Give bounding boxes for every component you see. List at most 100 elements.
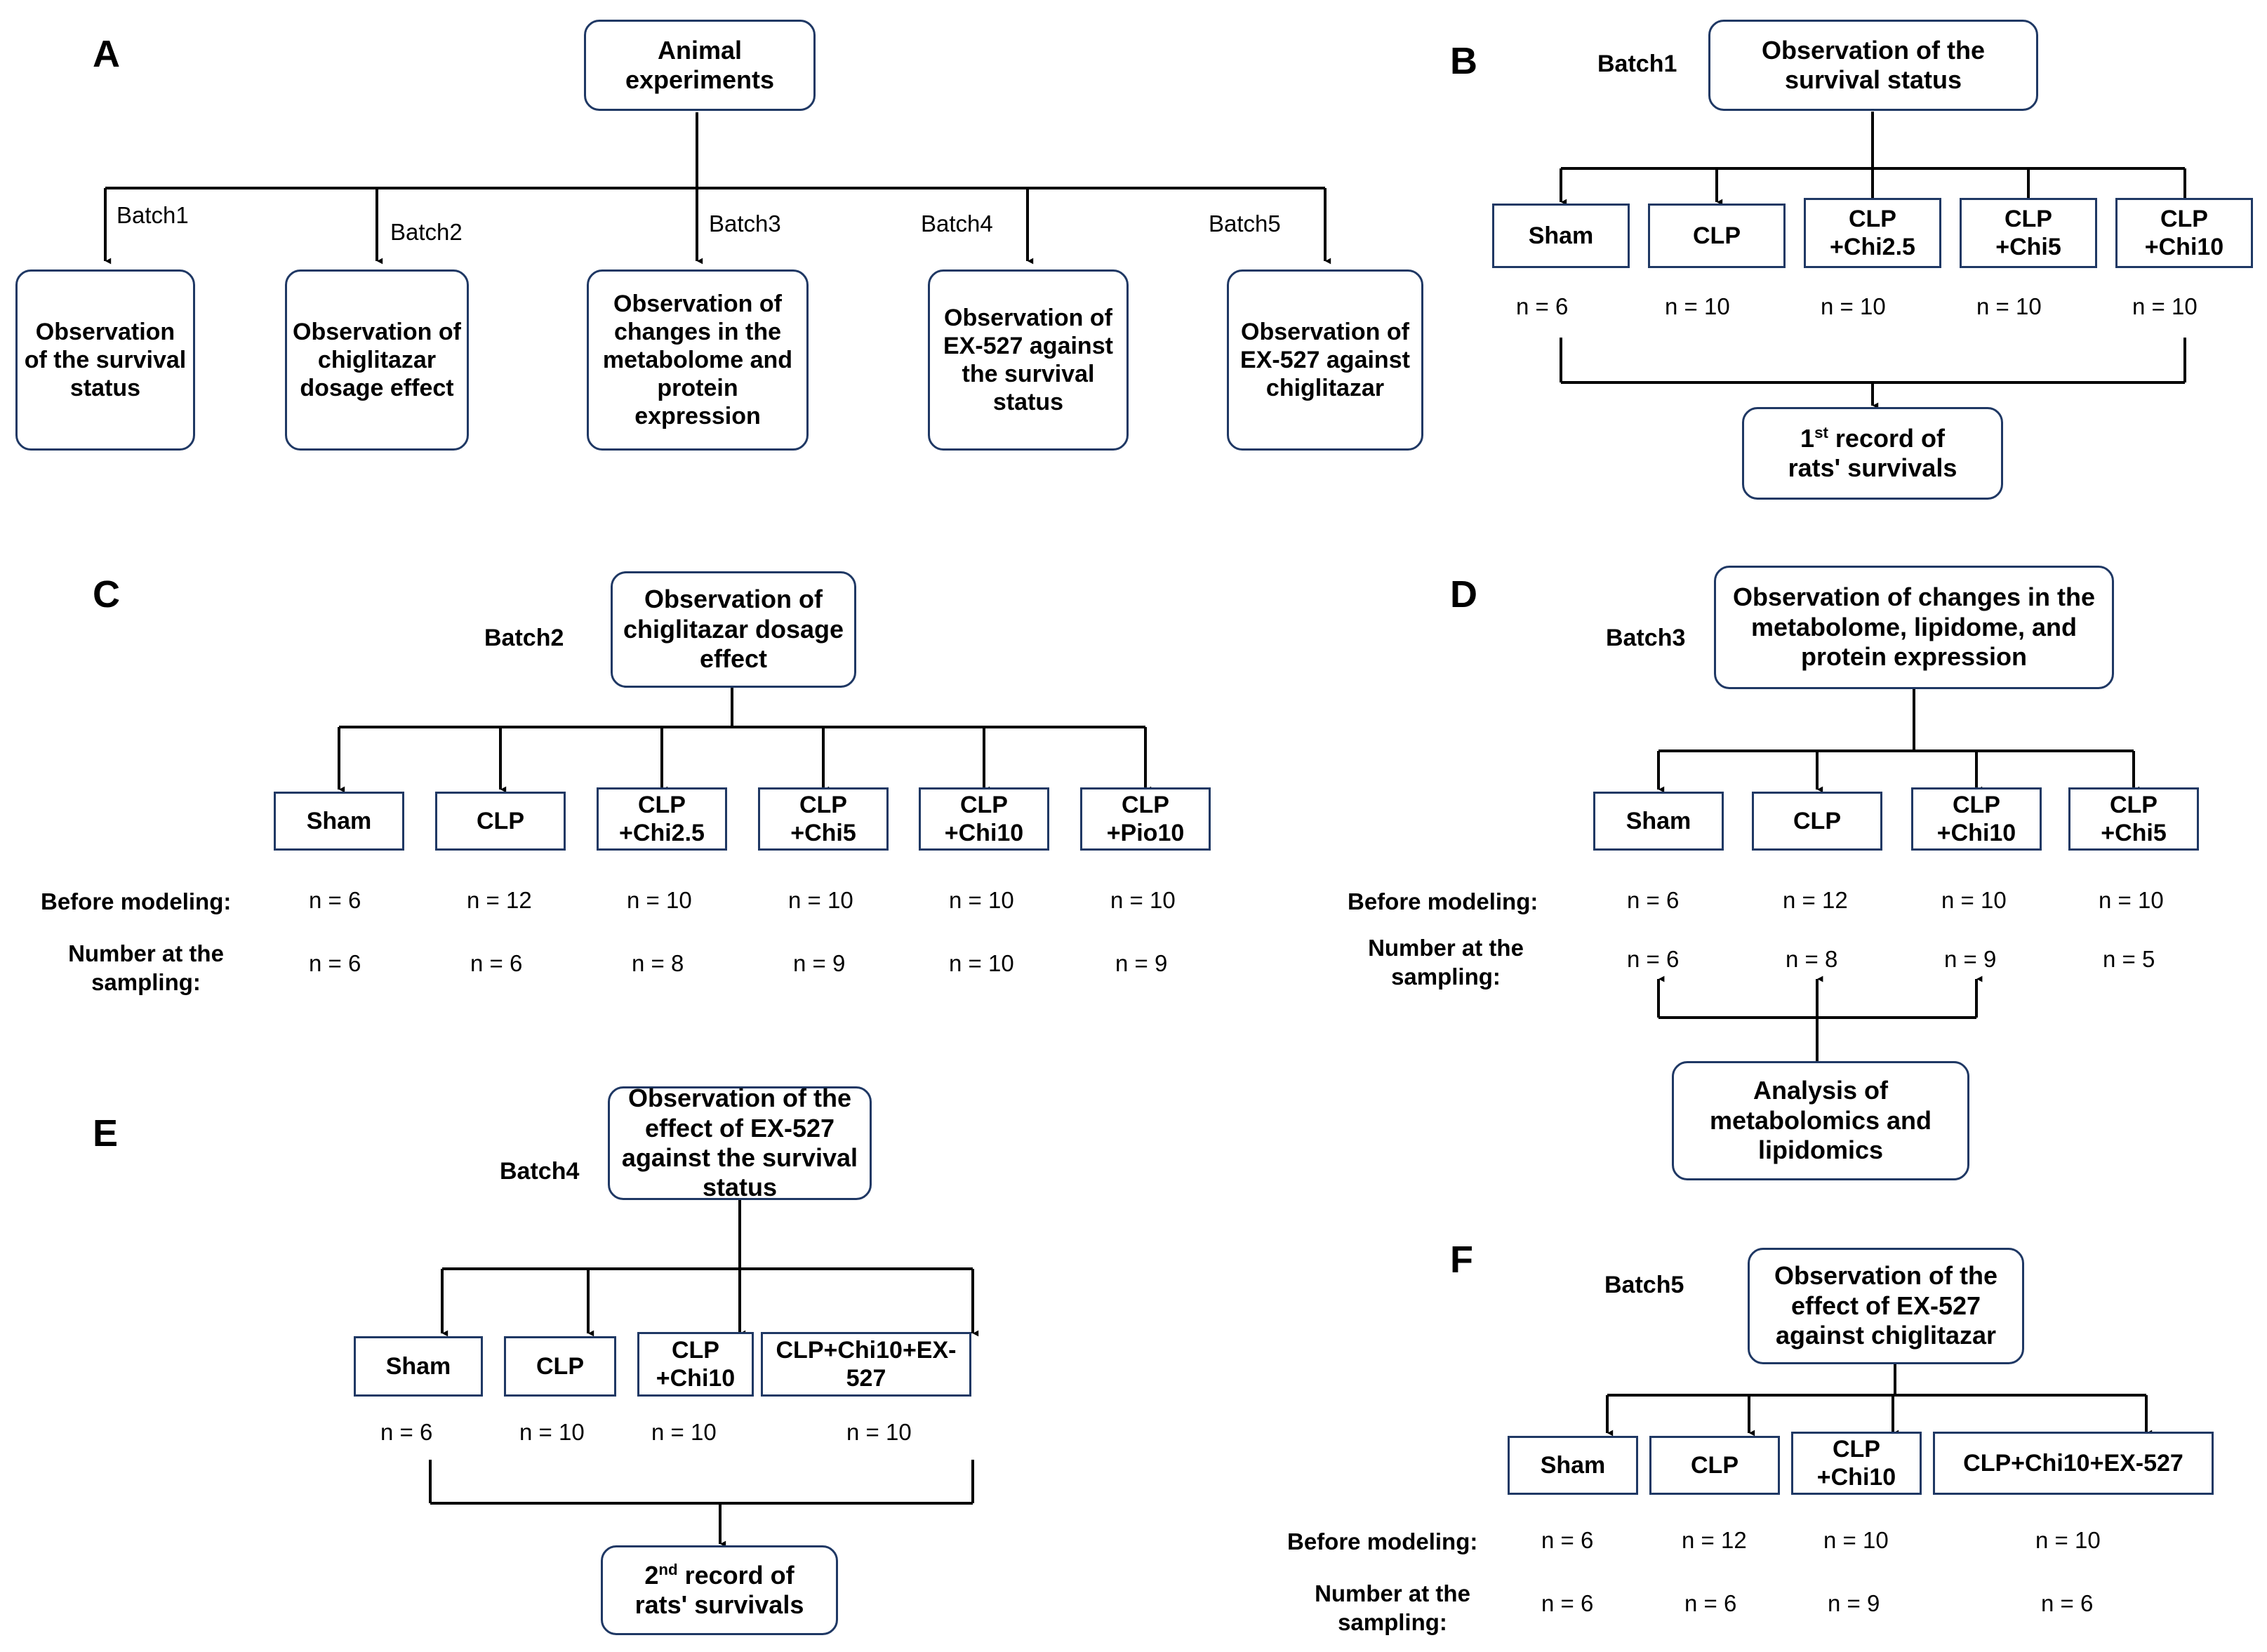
panel-c-row2-value-4: n = 9	[793, 950, 846, 976]
panel-a-child-3-label: Observation of changes in the metabolome…	[602, 290, 793, 430]
panel-b-title-label: Observation of the survival status	[1761, 35, 1986, 94]
panel-a-child-1-label: Observation of the survival status	[24, 318, 187, 402]
panel-c-group-1: Sham	[274, 792, 404, 851]
panel-e-group-1: Sham	[354, 1336, 483, 1397]
panel-e-count-2: n = 10	[519, 1419, 585, 1445]
panel-f-row2-value-1: n = 6	[1541, 1590, 1594, 1616]
panel-e-outcome-sup: nd	[658, 1560, 678, 1578]
panel-d-analysis-box: Analysis of metabolomics and lipidomics	[1672, 1061, 1969, 1180]
panel-e-group-2-label: CLP	[536, 1352, 584, 1380]
panel-b-outcome-line2: rats' survivals	[1788, 453, 1957, 482]
panel-e-group-3: CLP +Chi10	[637, 1332, 754, 1397]
panel-letter-c: C	[93, 573, 120, 615]
panel-d-row1-value-2: n = 12	[1783, 887, 1848, 913]
panel-b-group-1: Sham	[1492, 204, 1630, 268]
panel-d-title-label: Observation of changes in the metabolome…	[1732, 582, 2096, 672]
panel-f-row1-value-1: n = 6	[1541, 1527, 1594, 1553]
panel-a-edge-batch5: Batch5	[1209, 211, 1281, 237]
panel-c-row2-value-3: n = 8	[632, 950, 684, 976]
panel-c-group-2-label: CLP	[477, 807, 524, 834]
panel-d-group-4-label: CLP +Chi5	[2101, 791, 2167, 846]
panel-letter-d: D	[1450, 573, 1477, 615]
panel-b-outcome-rest: record of	[1828, 423, 1945, 453]
panel-d-row2-value-4: n = 5	[2103, 946, 2155, 972]
panel-b-outcome-label: 1st record of rats' survivals	[1788, 424, 1957, 484]
panel-c-group-4: CLP +Chi5	[758, 787, 889, 851]
panel-c-title-label: Observation of chiglitazar dosage effect	[623, 585, 844, 674]
panel-e-group-3-label: CLP +Chi10	[656, 1336, 736, 1392]
panel-c-row2-value-5: n = 10	[949, 950, 1014, 976]
panel-b-group-1-label: Sham	[1528, 222, 1594, 249]
panel-b-count-5: n = 10	[2132, 293, 2198, 319]
panel-e-title-box: Observation of the effect of EX-527 agai…	[608, 1084, 872, 1202]
panel-d-group-2-label: CLP	[1793, 807, 1841, 834]
panel-c-group-2: CLP	[435, 792, 566, 851]
panel-b-count-3: n = 10	[1821, 293, 1886, 319]
panel-b-batch-tag: Batch1	[1597, 51, 1677, 77]
panel-d-row1-value-3: n = 10	[1941, 887, 2007, 913]
panel-c-row2-value-2: n = 6	[470, 950, 523, 976]
panel-c-row1-value-4: n = 10	[788, 887, 853, 913]
panel-d-row2-value-1: n = 6	[1627, 946, 1680, 972]
panel-e-group-1-label: Sham	[385, 1352, 451, 1380]
panel-d-row2-label-line2: sampling:	[1391, 964, 1501, 990]
panel-e-outcome-rest: record of	[677, 1560, 795, 1590]
panel-e-count-3: n = 10	[651, 1419, 717, 1445]
panel-e-outcome-prefix: 2	[644, 1560, 659, 1590]
panel-d-row2-label: Number at the sampling:	[1334, 933, 1558, 992]
panel-d-row2-label-line1: Number at the	[1368, 935, 1524, 961]
panel-a-child-1: Observation of the survival status	[15, 269, 195, 451]
panel-b-count-1: n = 6	[1516, 293, 1569, 319]
panel-c-row1-value-6: n = 10	[1110, 887, 1176, 913]
panel-f-row2-value-4: n = 6	[2041, 1590, 2094, 1616]
panel-a-edge-batch3: Batch3	[709, 211, 781, 237]
panel-letter-b: B	[1450, 40, 1477, 82]
panel-f-group-1-label: Sham	[1540, 1451, 1606, 1479]
panel-d-group-1: Sham	[1593, 792, 1724, 851]
panel-b-count-2: n = 10	[1665, 293, 1730, 319]
panel-f-row2-label: Number at the sampling:	[1280, 1579, 1505, 1637]
panel-f-group-2: CLP	[1649, 1436, 1780, 1495]
panel-c-group-6: CLP +Pio10	[1080, 787, 1211, 851]
panel-b-group-2: CLP	[1648, 204, 1786, 268]
panel-e-group-4: CLP+Chi10+EX-527	[761, 1332, 971, 1397]
panel-a-root-box: Animal experiments	[584, 20, 816, 111]
panel-f-group-3: CLP +Chi10	[1791, 1432, 1922, 1495]
panel-e-group-2: CLP	[504, 1336, 616, 1397]
panel-b-outcome-sup: st	[1814, 423, 1828, 441]
panel-f-batch-tag: Batch5	[1604, 1272, 1684, 1298]
panel-d-analysis-label: Analysis of metabolomics and lipidomics	[1709, 1076, 1932, 1165]
panel-c-group-4-label: CLP +Chi5	[790, 791, 856, 846]
panel-letter-a: A	[93, 33, 120, 75]
panel-c-row1-value-1: n = 6	[309, 887, 361, 913]
panel-f-row2-value-3: n = 9	[1828, 1590, 1880, 1616]
panel-c-row2-value-6: n = 9	[1115, 950, 1168, 976]
panel-e-title-label: Observation of the effect of EX-527 agai…	[621, 1084, 858, 1202]
panel-f-row2-value-2: n = 6	[1684, 1590, 1737, 1616]
panel-a-edge-batch1: Batch1	[117, 202, 189, 228]
panel-c-row2-label-line2: sampling:	[91, 969, 201, 996]
panel-d-group-1-label: Sham	[1626, 807, 1691, 834]
panel-f-group-4-label: CLP+Chi10+EX-527	[1963, 1449, 2183, 1477]
panel-f-row2-label-line2: sampling:	[1338, 1609, 1447, 1636]
panel-a-child-4-label: Observation of EX-527 against the surviv…	[943, 304, 1113, 416]
panel-c-title-box: Observation of chiglitazar dosage effect	[611, 571, 856, 688]
panel-c-row1-value-3: n = 10	[627, 887, 692, 913]
panel-b-group-4: CLP +Chi5	[1960, 198, 2097, 268]
panel-d-row1-value-4: n = 10	[2099, 887, 2164, 913]
panel-c-batch-tag: Batch2	[484, 625, 564, 651]
panel-c-row2-label-line1: Number at the	[68, 940, 224, 966]
panel-d-group-3: CLP +Chi10	[1911, 787, 2042, 851]
panel-d-batch-tag: Batch3	[1606, 625, 1686, 651]
panel-b-group-4-label: CLP +Chi5	[1995, 205, 2061, 260]
panel-e-outcome-box: 2nd record of rats' survivals	[601, 1545, 838, 1635]
panel-e-count-4: n = 10	[846, 1419, 912, 1445]
panel-c-group-6-label: CLP +Pio10	[1106, 791, 1185, 846]
panel-d-group-4: CLP +Chi5	[2068, 787, 2199, 851]
panel-f-title-label: Observation of the effect of EX-527 agai…	[1774, 1261, 1998, 1350]
panel-b-group-3: CLP +Chi2.5	[1804, 198, 1941, 268]
panel-f-group-2-label: CLP	[1691, 1451, 1739, 1479]
panel-f-row1-value-4: n = 10	[2035, 1527, 2101, 1553]
panel-c-group-3: CLP +Chi2.5	[597, 787, 727, 851]
